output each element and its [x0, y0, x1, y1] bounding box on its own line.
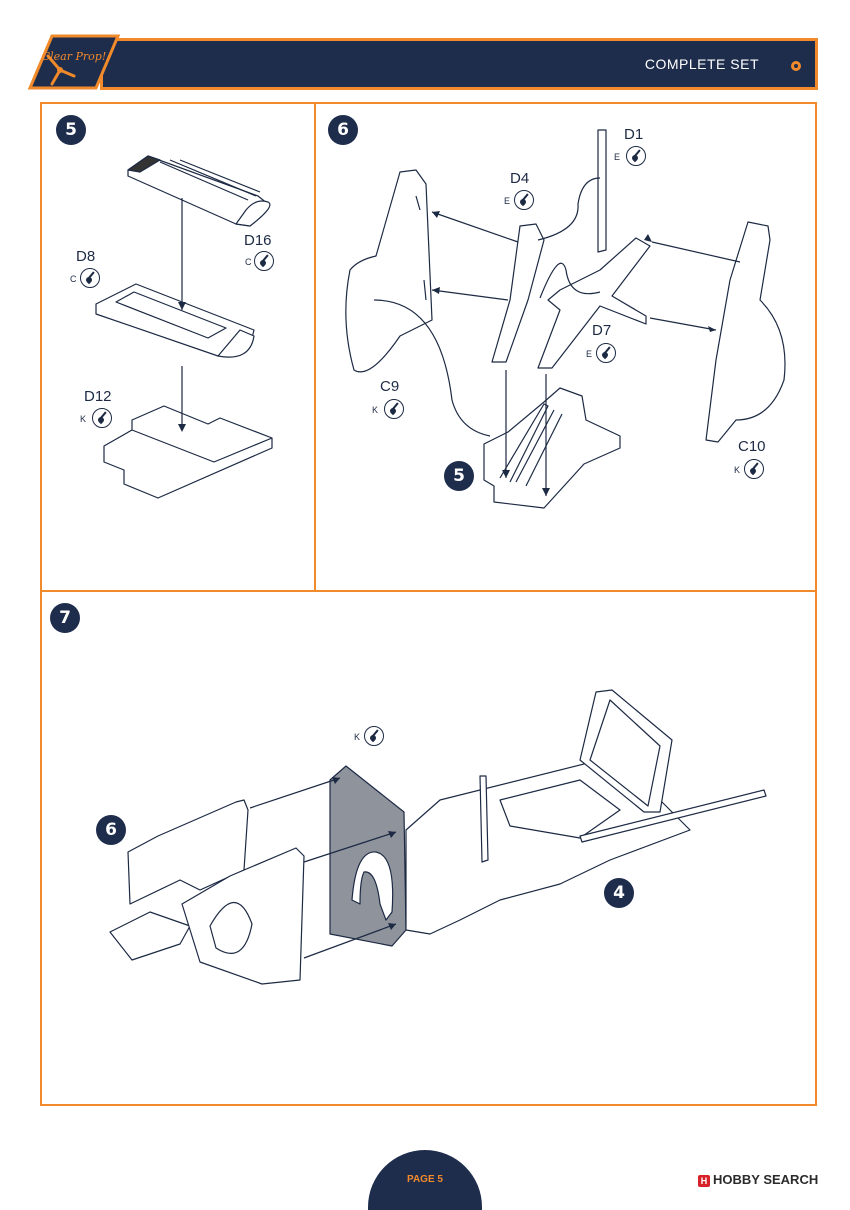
- page-number: PAGE 5: [407, 1174, 443, 1185]
- paint-code-c10: K: [734, 465, 741, 475]
- part-label-d16: D16: [244, 232, 272, 249]
- paint-brush-icon: [626, 146, 646, 166]
- paint-code-c9: K: [372, 405, 379, 415]
- part-label-c9: C9: [380, 378, 400, 395]
- subassembly-4-badge: 4: [604, 878, 634, 908]
- paint-code-d1: E: [614, 152, 621, 162]
- watermark-logo-icon: H: [698, 1174, 710, 1187]
- paint-brush-icon: [744, 459, 764, 479]
- part-label-d8: D8: [76, 248, 96, 265]
- step-5-badge: 5: [56, 115, 86, 145]
- part-label-d1: D1: [624, 126, 644, 143]
- part-label-c10: C10: [738, 438, 766, 455]
- paint-brush-icon: [514, 190, 534, 210]
- step-7-badge: 7: [50, 603, 80, 633]
- watermark-text: HOBBY SEARCH: [713, 1172, 819, 1187]
- logo-text: Clear Prop!: [42, 50, 107, 63]
- part-label-d4: D4: [510, 170, 530, 187]
- header-title: COMPLETE SET: [644, 56, 759, 72]
- subassembly-6-badge: 6: [96, 815, 126, 845]
- paint-brush-icon: [364, 726, 384, 746]
- paint-code-step7: K: [354, 732, 361, 742]
- paint-brush-icon: [384, 399, 404, 419]
- step-6-badge: 6: [328, 115, 358, 145]
- step-7-panel: [40, 590, 817, 1106]
- paint-code-d16: C: [245, 257, 252, 267]
- header-dot-icon: [791, 61, 801, 71]
- header-bar: COMPLETE SET: [100, 38, 818, 90]
- logo-icon: Clear Prop!: [27, 34, 121, 90]
- paint-code-d7: E: [586, 349, 593, 359]
- part-label-d12: D12: [84, 388, 112, 405]
- part-label-d7: D7: [592, 322, 612, 339]
- paint-code-d8: C: [70, 274, 77, 284]
- paint-brush-icon: [254, 251, 274, 271]
- subassembly-5-badge: 5: [444, 461, 474, 491]
- paint-code-d4: E: [504, 196, 511, 206]
- paint-brush-icon: [596, 343, 616, 363]
- paint-brush-icon: [80, 268, 100, 288]
- paint-code-d12: K: [80, 414, 87, 424]
- paint-brush-icon: [92, 408, 112, 428]
